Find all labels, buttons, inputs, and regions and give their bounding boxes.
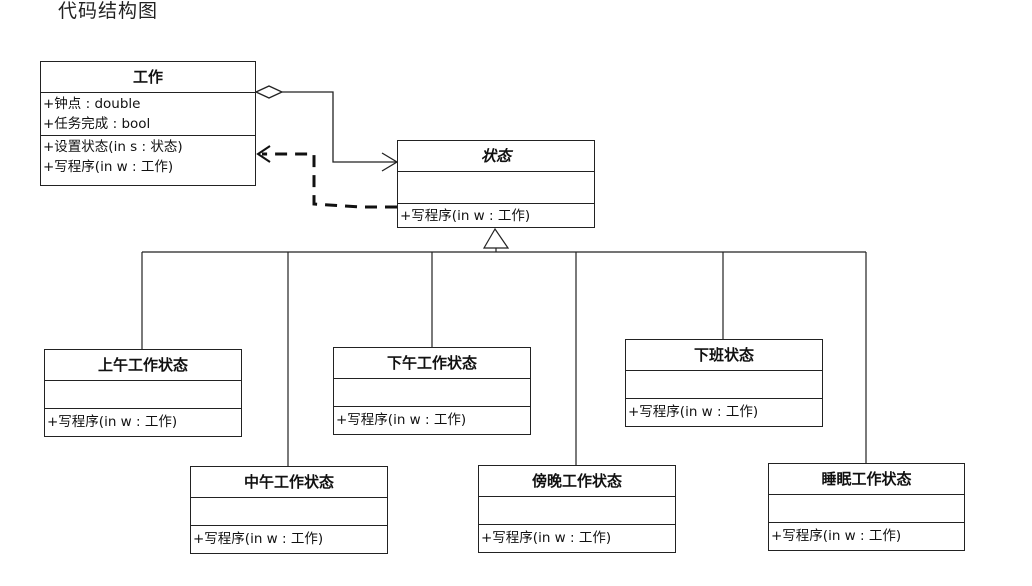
dependency-line: [262, 152, 397, 209]
operation-row: +写程序(in w : 工作): [193, 531, 324, 547]
operation-row: +设置状态(in s : 状态): [43, 139, 183, 155]
generalization-connector: [141, 227, 867, 466]
class-rest-state-operations: +写程序(in w : 工作): [626, 399, 822, 425]
operation-row: +写程序(in w : 工作): [47, 414, 178, 430]
class-work: 工作 +钟点 : double +任务完成 : bool +设置状态(in s …: [40, 61, 256, 186]
class-work-operations: +设置状态(in s : 状态) +写程序(in w : 工作): [41, 136, 255, 177]
class-sleeping-state: 睡眠工作状态 +写程序(in w : 工作): [768, 463, 965, 551]
dependency-connector: [256, 145, 397, 209]
class-sleeping-state-operations: +写程序(in w : 工作): [769, 523, 964, 549]
class-state-name: 状态: [398, 141, 594, 172]
aggregation-diamond: [254, 85, 284, 99]
class-noon-state-name: 中午工作状态: [191, 467, 387, 498]
attribute-row: +钟点 : double: [43, 96, 141, 112]
operation-row: +写程序(in w : 工作): [43, 159, 174, 175]
class-work-name: 工作: [41, 62, 255, 93]
page-title: 代码结构图: [58, 0, 159, 22]
operation-row: +写程序(in w : 工作): [771, 528, 902, 544]
attribute-row: +任务完成 : bool: [43, 116, 151, 132]
class-rest-state-name: 下班状态: [626, 340, 822, 371]
class-afternoon-state: 下午工作状态 +写程序(in w : 工作): [333, 347, 531, 435]
class-morning-state: 上午工作状态 +写程序(in w : 工作): [44, 349, 242, 437]
dependency-arrowhead: [256, 145, 271, 163]
class-sleeping-state-name: 睡眠工作状态: [769, 464, 964, 495]
operation-row: +写程序(in w : 工作): [481, 530, 612, 546]
class-afternoon-state-operations: +写程序(in w : 工作): [334, 407, 530, 433]
class-evening-state-operations: +写程序(in w : 工作): [479, 525, 675, 551]
class-state-attributes: [398, 172, 594, 204]
class-state: 状态 +写程序(in w : 工作): [397, 140, 595, 228]
aggregation-line: [282, 91, 397, 163]
class-morning-state-name: 上午工作状态: [45, 350, 241, 381]
class-noon-state: 中午工作状态 +写程序(in w : 工作): [190, 466, 388, 554]
class-evening-state-attributes: [479, 497, 675, 525]
operation-row: +写程序(in w : 工作): [628, 404, 759, 420]
class-rest-state: 下班状态 +写程序(in w : 工作): [625, 339, 823, 427]
class-state-operations: +写程序(in w : 工作): [398, 204, 594, 228]
class-afternoon-state-attributes: [334, 379, 530, 407]
operation-row: +写程序(in w : 工作): [400, 208, 531, 224]
class-work-attributes: +钟点 : double +任务完成 : bool: [41, 93, 255, 136]
class-noon-state-operations: +写程序(in w : 工作): [191, 526, 387, 552]
class-morning-state-attributes: [45, 381, 241, 409]
aggregation-connector: [254, 85, 399, 172]
class-evening-state-name: 傍晚工作状态: [479, 466, 675, 497]
class-sleeping-state-attributes: [769, 495, 964, 523]
class-afternoon-state-name: 下午工作状态: [334, 348, 530, 379]
class-noon-state-attributes: [191, 498, 387, 526]
class-morning-state-operations: +写程序(in w : 工作): [45, 409, 241, 435]
operation-row: +写程序(in w : 工作): [336, 412, 467, 428]
generalization-triangle: [482, 227, 510, 249]
class-evening-state: 傍晚工作状态 +写程序(in w : 工作): [478, 465, 676, 553]
class-rest-state-attributes: [626, 371, 822, 399]
